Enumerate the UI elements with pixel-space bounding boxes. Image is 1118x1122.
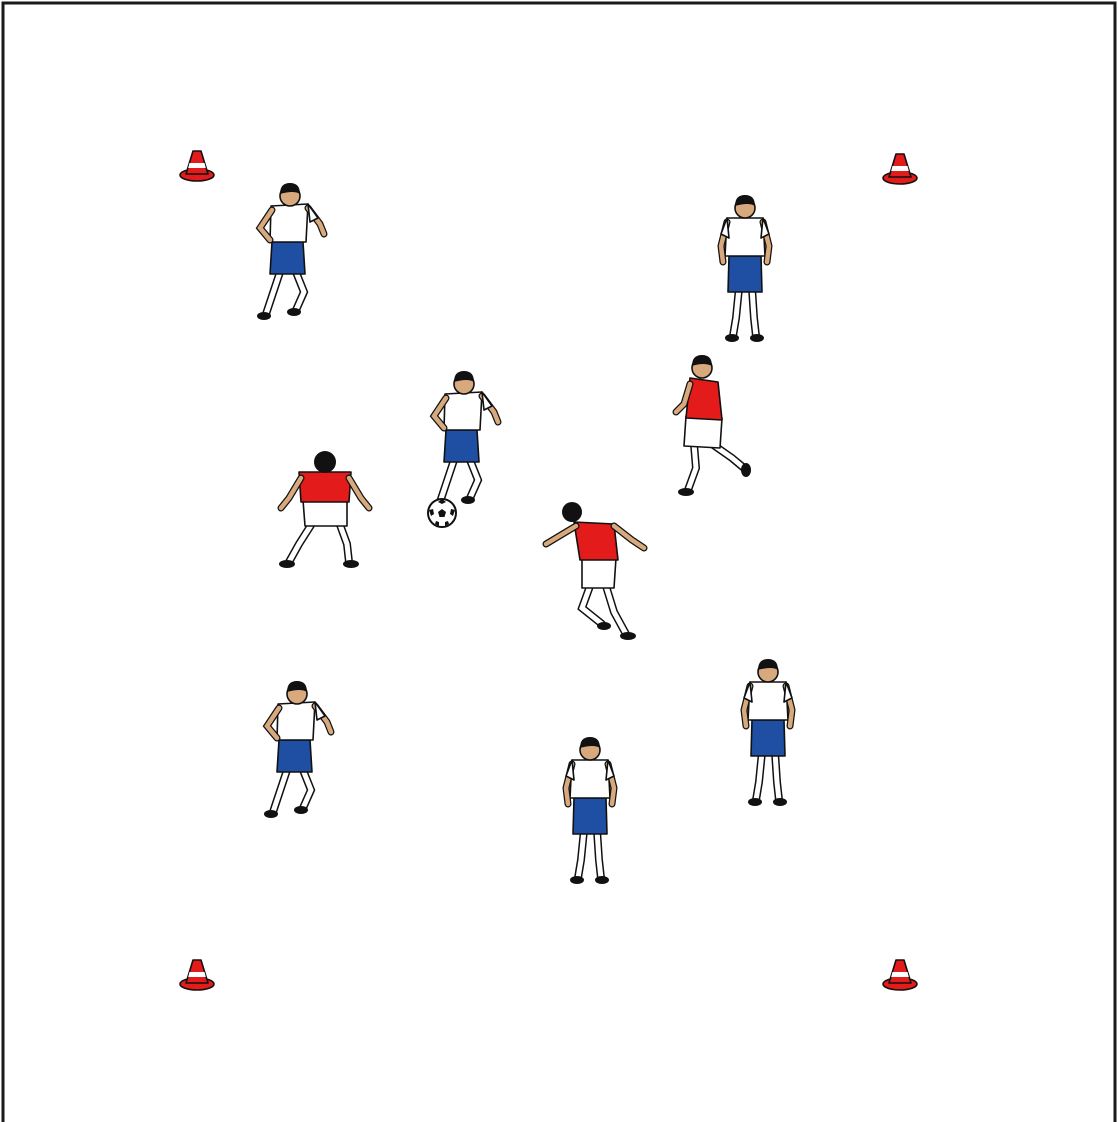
- pitch-frame: [3, 3, 1115, 1122]
- soccer-ball-icon: [428, 499, 456, 527]
